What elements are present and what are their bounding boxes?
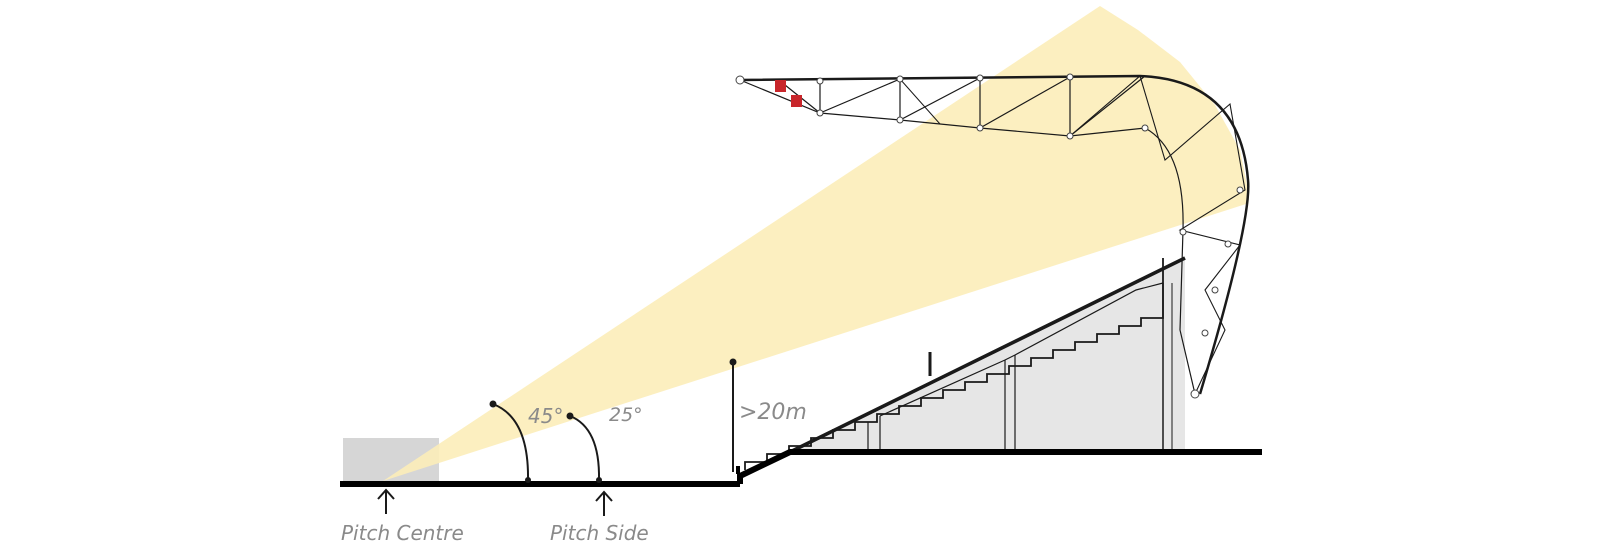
height-marker (729, 358, 737, 472)
roof-truss (735, 73, 1250, 399)
pitch-side-label: Pitch Side (550, 521, 649, 545)
rake-underside (789, 256, 1186, 454)
pitch-side-arrow-icon (595, 490, 613, 516)
angle-marker-25 (566, 412, 602, 483)
sightline-cone (383, 6, 1248, 481)
ground-line (340, 449, 1262, 487)
height-label: >20m (739, 400, 807, 425)
angle-label-45: 45° (528, 404, 563, 428)
angle-marker-45 (489, 400, 531, 483)
floodlight-upper (775, 80, 786, 92)
pitch-centre-arrow-icon (377, 488, 395, 514)
pitch-centre-label: Pitch Centre (341, 521, 464, 545)
floodlight-lower (791, 95, 802, 107)
angle-label-25: 25° (609, 404, 643, 426)
